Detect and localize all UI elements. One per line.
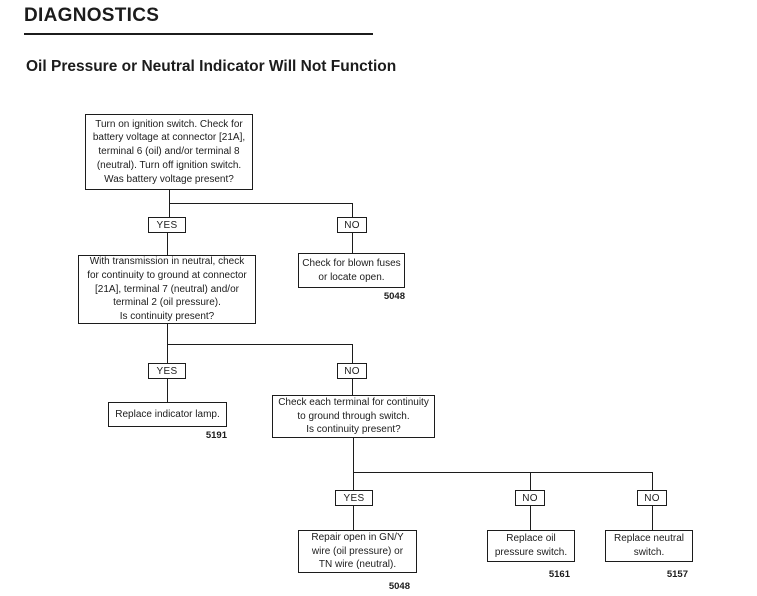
ref-number-repair-open: 5048 [388, 581, 410, 592]
ref-number-check-fuses: 5048 [383, 291, 405, 302]
action-box-check-fuses-text: Check for blown fuses or locate open. [302, 257, 401, 283]
action-box-replace-lamp: Replace indicator lamp. [108, 402, 227, 427]
action-box-repair-open-text: Repair open in GN/Y wire (oil pressure) … [311, 531, 404, 571]
branch-label-no-3-text: NO [522, 492, 538, 504]
branch-label-yes-2: YES [148, 363, 186, 379]
branch-label-yes-1: YES [148, 217, 186, 233]
action-box-repair-open: Repair open in GN/Y wire (oil pressure) … [298, 530, 417, 573]
ref-number-replace-neutral-switch: 5157 [666, 569, 688, 580]
action-box-replace-oil-switch-text: Replace oil pressure switch. [494, 533, 568, 558]
page-title: DIAGNOSTICS [24, 5, 160, 26]
section-heading: Oil Pressure or Neutral Indicator Will N… [26, 58, 397, 75]
action-box-replace-lamp-text: Replace indicator lamp. [115, 408, 220, 420]
branch-label-no-4-text: NO [644, 492, 660, 504]
branch-label-yes-1-text: YES [156, 219, 178, 231]
action-box-check-fuses: Check for blown fuses or locate open. [298, 253, 405, 288]
decision-box-ignition-check-text: Turn on ignition switch. Check for batte… [92, 118, 246, 185]
branch-label-yes-2-text: YES [156, 365, 178, 377]
action-box-replace-neutral-switch: Replace neutral switch. [605, 530, 693, 562]
branch-label-no-4: NO [637, 490, 667, 506]
branch-label-no-1: NO [337, 217, 367, 233]
branch-label-yes-3-text: YES [343, 492, 365, 504]
decision-box-continuity-ground: With transmission in neutral, check for … [78, 255, 256, 324]
branch-label-yes-3: YES [335, 490, 373, 506]
branch-label-no-2-text: NO [344, 365, 360, 377]
decision-box-continuity-ground-text: With transmission in neutral, check for … [87, 256, 247, 323]
decision-box-terminal-continuity-text: Check each terminal for continuity to gr… [278, 396, 429, 436]
decision-box-terminal-continuity: Check each terminal for continuity to gr… [272, 395, 435, 438]
branch-label-no-1-text: NO [344, 219, 360, 231]
branch-label-no-3: NO [515, 490, 545, 506]
title-rule [24, 33, 373, 35]
action-box-replace-oil-switch: Replace oil pressure switch. [487, 530, 575, 562]
decision-box-ignition-check: Turn on ignition switch. Check for batte… [85, 114, 253, 190]
ref-number-replace-lamp: 5191 [205, 430, 227, 441]
ref-number-replace-oil-switch: 5161 [548, 569, 570, 580]
branch-label-no-2: NO [337, 363, 367, 379]
action-box-replace-neutral-switch-text: Replace neutral switch. [613, 533, 685, 558]
